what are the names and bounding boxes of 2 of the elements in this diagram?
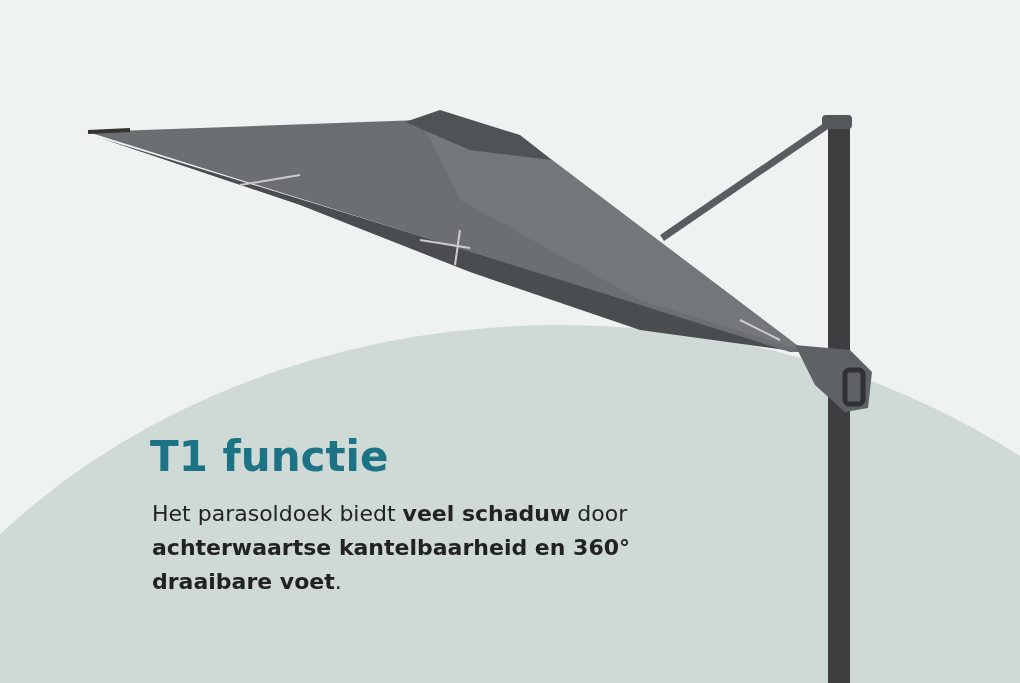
heading: T1 functie <box>150 432 389 481</box>
description-text: Het parasoldoek biedt veel schaduw door achterwaartse kantelbaarheid en 360° draaibare voet. <box>152 500 631 596</box>
